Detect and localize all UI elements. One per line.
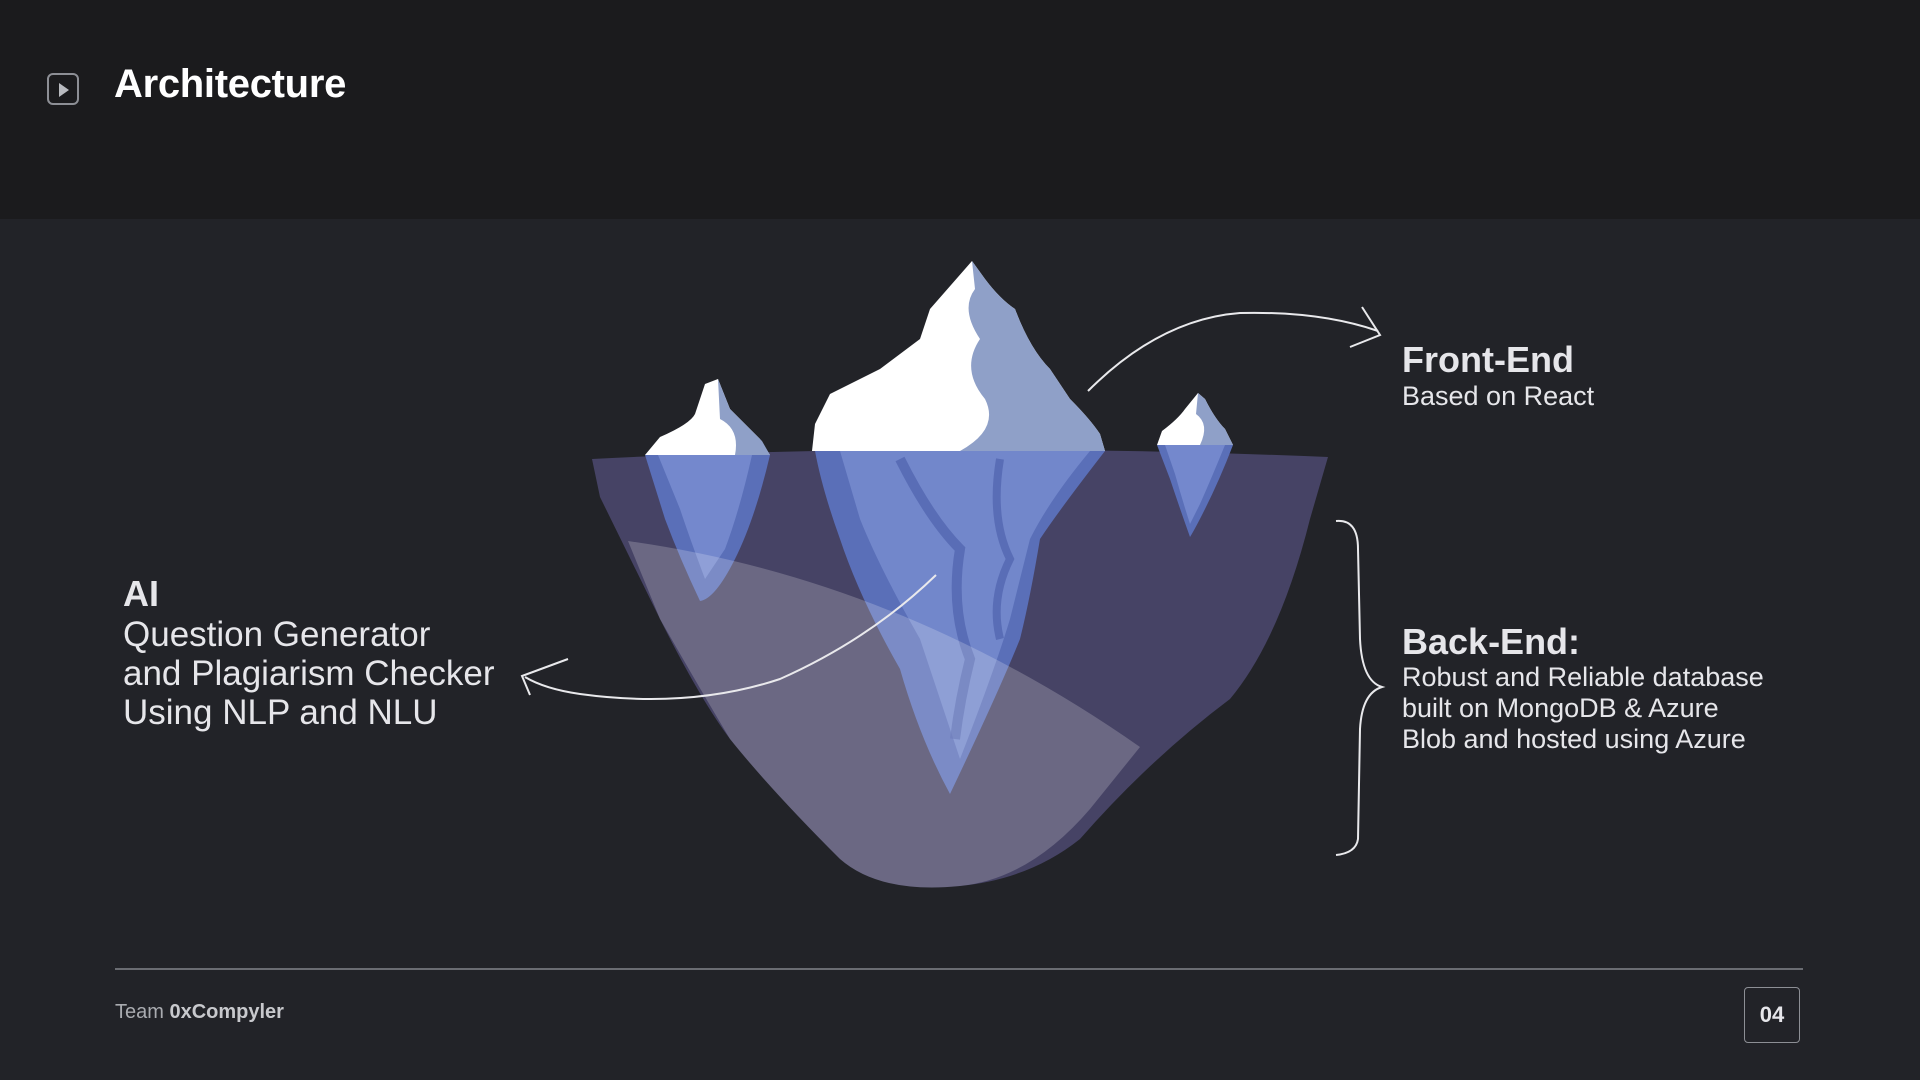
slide-header: Architecture <box>0 0 1920 219</box>
backend-brace <box>1335 519 1386 856</box>
ai-line: and Plagiarism Checker <box>123 654 495 693</box>
page-number: 04 <box>1744 987 1800 1043</box>
backend-line: Blob and hosted using Azure <box>1402 724 1746 754</box>
light-overlay <box>628 541 1140 888</box>
backend-title: Back-End: <box>1402 621 1581 662</box>
footer-divider <box>115 968 1803 970</box>
ai-line: Question Generator <box>123 615 431 654</box>
frontend-title: Front-End <box>1402 339 1574 380</box>
backend-line: Robust and Reliable database <box>1402 662 1764 692</box>
ai-arrow <box>524 574 937 700</box>
team-prefix: Team <box>115 1001 164 1023</box>
frontend-label: Front-End Based on React <box>1402 340 1594 412</box>
team-name: 0xCompyler <box>169 1001 284 1023</box>
ai-title: AI <box>123 573 159 614</box>
iceberg-illustration <box>520 261 1386 888</box>
frontend-arrow <box>1087 311 1379 392</box>
backend-line: built on MongoDB & Azure <box>1402 693 1719 723</box>
frontend-text: Based on React <box>1402 381 1595 411</box>
backend-label: Back-End: Robust and Reliable database b… <box>1402 622 1764 755</box>
team-credit: Team 0xCompyler <box>115 1001 284 1024</box>
play-icon[interactable] <box>47 73 79 105</box>
ai-label: AI Question Generator and Plagiarism Che… <box>123 573 495 732</box>
ai-line: Using NLP and NLU <box>123 693 438 732</box>
page-title: Architecture <box>114 62 347 106</box>
iceberg-diagram: AI Question Generator and Plagiarism Che… <box>0 219 1920 959</box>
